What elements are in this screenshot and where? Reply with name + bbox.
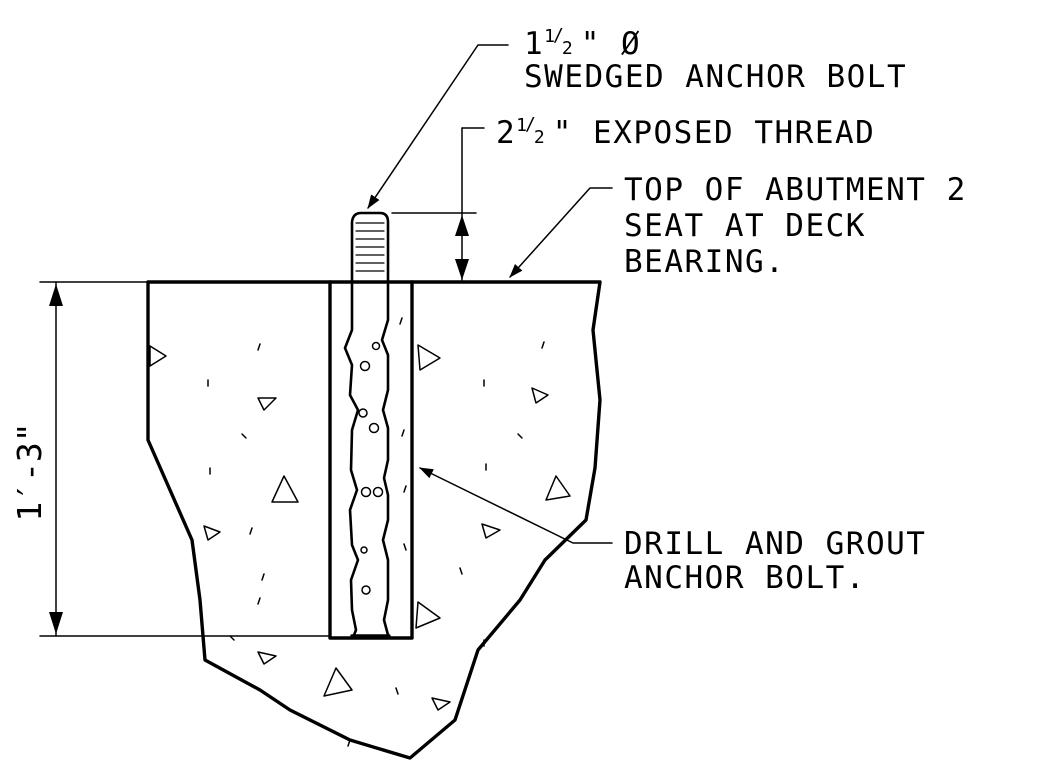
anchor-bolt-shaft-left: [343, 280, 360, 637]
seat-label-line1: TOP OF ABUTMENT 2: [624, 172, 967, 208]
concrete-aggregate-triangles: [149, 344, 571, 711]
seat-label-line3: BEARING.: [624, 244, 785, 280]
bolt-size-suffix: " Ø: [581, 26, 642, 62]
thread-text: " EXPOSED THREAD: [553, 115, 876, 151]
abutment-outline: [146, 280, 602, 760]
grout-label-line1: DRILL AND GROUT: [624, 526, 926, 562]
thread-numerator: 1: [516, 115, 527, 136]
embedment-dimension-label: 1′-3": [10, 422, 49, 521]
thread-denominator: 2: [534, 127, 545, 148]
bolt-type-label: SWEDGED ANCHOR BOLT: [524, 59, 907, 95]
grout-aggregate: [358, 341, 384, 595]
seat-label-line2: SEAT AT DECK: [624, 208, 866, 244]
thread-label: 21/2" EXPOSED THREAD: [496, 114, 875, 151]
bolt-size-label: 11/2" Ø: [524, 25, 641, 62]
bolt-size-whole: 1: [524, 26, 544, 62]
bolt-thread-lines: [355, 222, 385, 272]
seat-callout-leader: [509, 187, 613, 278]
bolt-size-numerator: 1: [544, 26, 555, 47]
concrete-aggregate-ticks: [207, 317, 545, 747]
grout-callout-leader: [419, 467, 613, 544]
anchor-bolt-shaft-right: [380, 280, 390, 637]
bolt-size-denominator: 2: [562, 38, 573, 59]
thread-dimension: [391, 127, 485, 281]
grout-label-line2: ANCHOR BOLT.: [624, 560, 866, 596]
bolt-thread-outline: [350, 211, 390, 284]
bolt-callout-leader: [367, 44, 509, 209]
drilled-hole: [328, 280, 414, 640]
embedment-dimension: [39, 281, 331, 637]
thread-whole: 2: [496, 115, 516, 151]
